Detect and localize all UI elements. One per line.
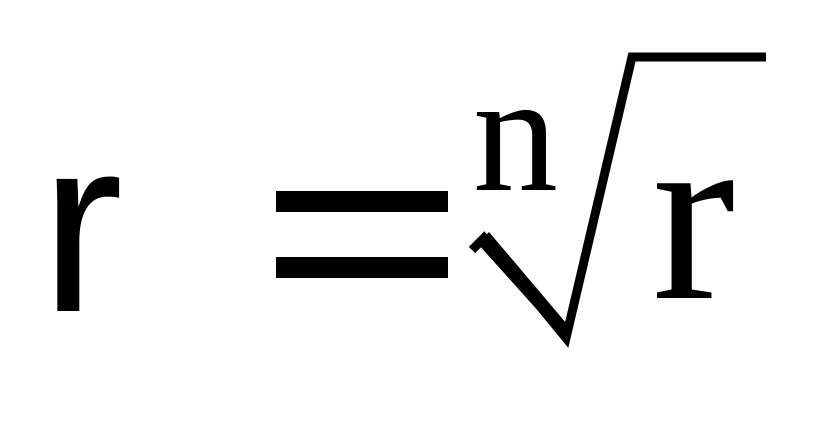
root-index: n	[473, 39, 558, 227]
lhs-variable: r	[40, 85, 124, 364]
equals-sign-bottom-bar	[276, 257, 448, 278]
radicand: r	[652, 76, 736, 353]
equals-sign-top-bar	[276, 191, 448, 212]
